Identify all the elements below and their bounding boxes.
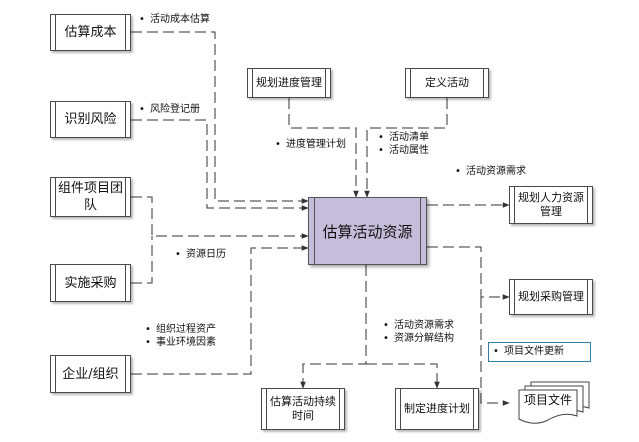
- label-risk-register: 风险登记册: [139, 103, 200, 116]
- process-conduct-procurements[interactable]: 实施采购: [50, 264, 131, 302]
- process-develop-schedule[interactable]: 制定进度计划: [395, 388, 479, 430]
- flow-center-to-duration: [300, 265, 367, 389]
- process-define-activities[interactable]: 定义活动: [405, 68, 489, 98]
- process-estimate-activity-durations[interactable]: 估算活动持续时间: [261, 388, 345, 430]
- flow-estimate-cost-to-center: [131, 31, 309, 204]
- flow-identify-risk-to-center: [131, 119, 309, 211]
- label-resource-requirements-rbs: 活动资源需求 资源分解结构: [383, 319, 454, 345]
- flow-center-to-docs: [480, 297, 510, 406]
- label-activity-list-attributes: 活动清单 活动属性: [378, 131, 429, 157]
- label-project-document-updates: 项目文件更新: [488, 342, 591, 362]
- label-activity-cost-estimates: 活动成本估算: [139, 13, 210, 26]
- project-documents[interactable]: 项目文件: [523, 392, 572, 407]
- process-estimate-costs[interactable]: 估算成本: [50, 14, 131, 51]
- flow-center-to-schedule: [366, 363, 440, 389]
- label-resource-calendars: 资源日历: [175, 248, 226, 261]
- flow-define-activities-to-center: [364, 98, 448, 198]
- process-plan-schedule-management[interactable]: 规划进度管理: [247, 68, 331, 98]
- process-acquire-team[interactable]: 组件项目团队: [50, 177, 131, 217]
- flow-enterprise-to-center: [131, 245, 309, 375]
- document-stack-icon: [518, 381, 590, 424]
- flow-procurement-to-center: [131, 236, 153, 284]
- flow-schedule-mgmt-to-center: [288, 98, 359, 198]
- process-plan-hr-management[interactable]: 规划人力资源管理: [509, 186, 593, 224]
- process-enterprise-organization[interactable]: 企业/组织: [50, 355, 131, 393]
- flow-center-to-procurement: [427, 246, 510, 300]
- process-estimate-activity-resources[interactable]: 估算活动资源: [308, 197, 427, 265]
- flow-build-team-to-center: [131, 196, 309, 239]
- process-identify-risks[interactable]: 识别风险: [50, 101, 131, 138]
- process-plan-procurement-management[interactable]: 规划采购管理: [509, 279, 593, 315]
- label-opa-eef: 组织过程资产 事业环境因素: [145, 323, 216, 349]
- label-activity-resource-requirements-top: 活动资源需求: [455, 165, 526, 178]
- label-schedule-management-plan: 进度管理计划: [275, 138, 346, 151]
